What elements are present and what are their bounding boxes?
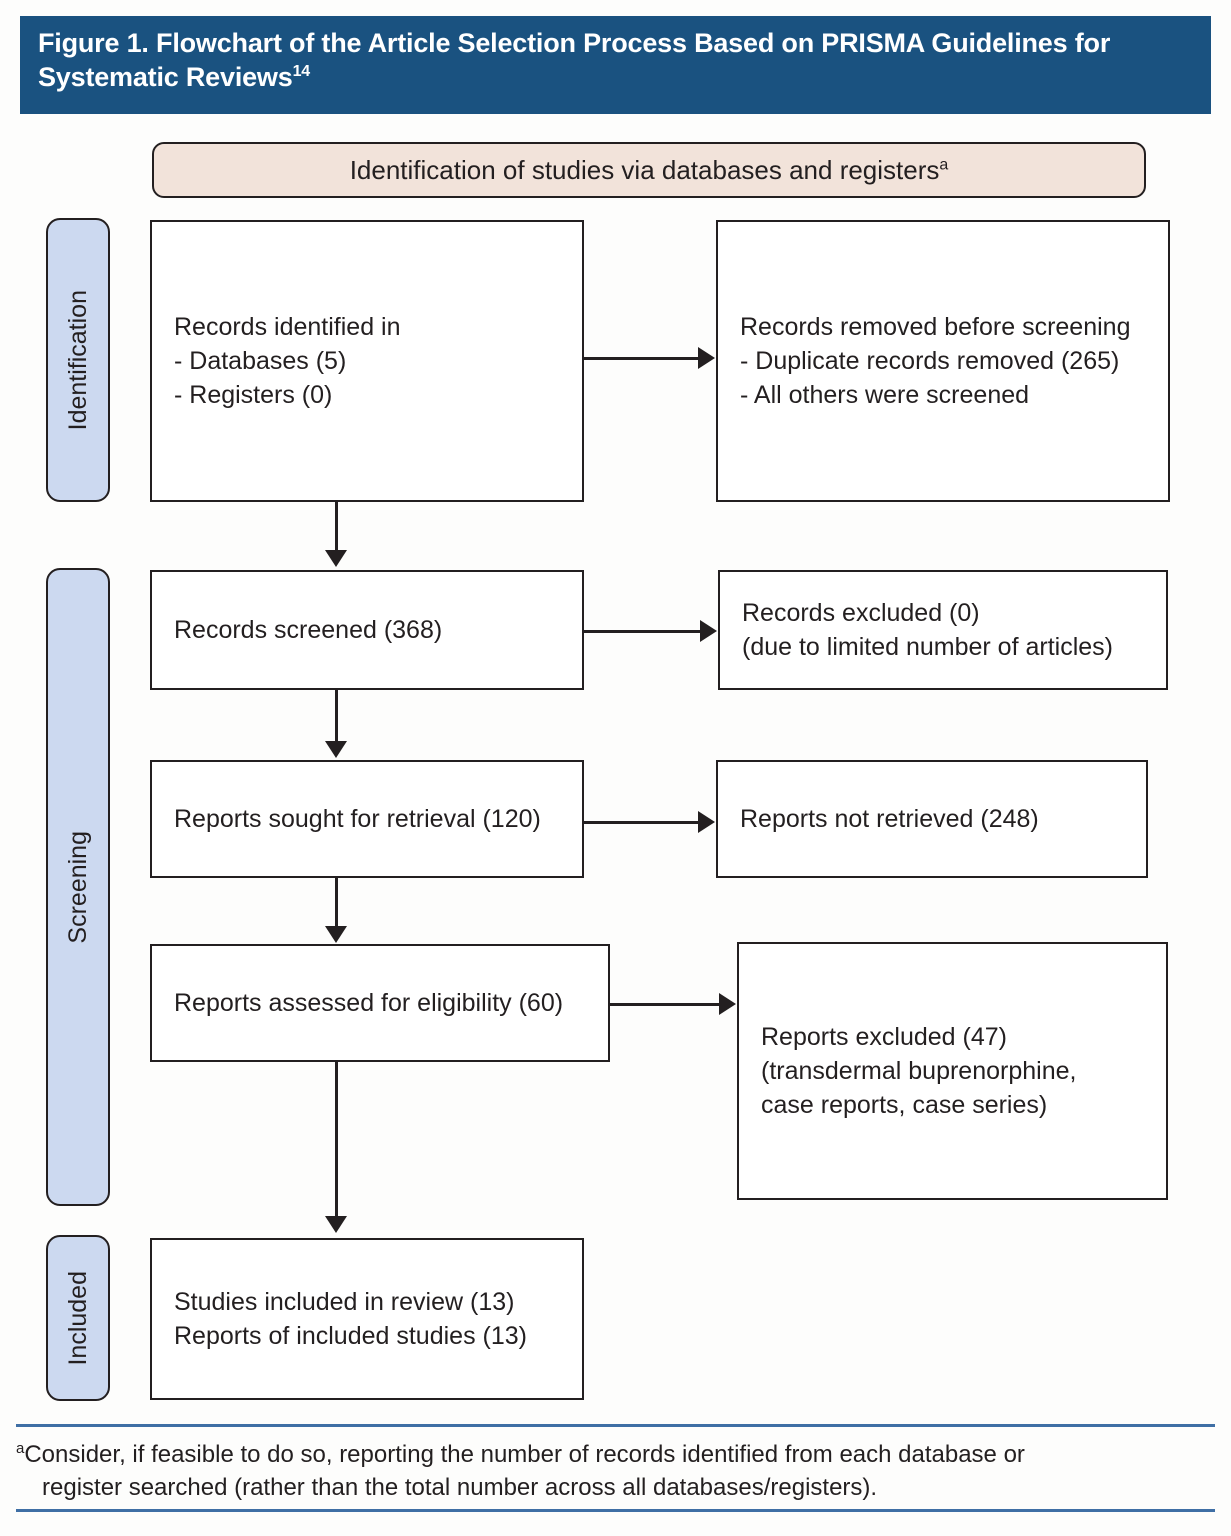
figure-title-banner: Figure 1. Flowchart of the Article Selec… bbox=[20, 16, 1211, 114]
arrow-head-screened-to-sought bbox=[325, 741, 347, 758]
box-reports-assessed-text: Reports assessed for eligibility (60) bbox=[174, 989, 564, 1017]
arrow-line-sought-to-not-retrieved bbox=[584, 821, 698, 824]
footnote-marker: a bbox=[16, 1440, 25, 1457]
box-records-removed-before-screening: Records removed before screening - Dupli… bbox=[716, 220, 1170, 502]
section-header-text: Identification of studies via databases … bbox=[349, 154, 940, 185]
box-reports-not-retrieved-text: Reports not retrieved (248) bbox=[740, 805, 1039, 833]
stage-label-included: Included bbox=[46, 1235, 110, 1401]
box-records-excluded-text: Records excluded (0) (due to limited num… bbox=[742, 599, 1113, 661]
box-records-excluded: Records excluded (0) (due to limited num… bbox=[718, 570, 1168, 690]
footnote-rule-top bbox=[16, 1424, 1215, 1427]
box-studies-included: Studies included in review (13) Reports … bbox=[150, 1238, 584, 1400]
box-reports-excluded-text: Reports excluded (47) (transdermal bupre… bbox=[761, 1023, 1077, 1119]
box-reports-sought-for-retrieval: Reports sought for retrieval (120) bbox=[150, 760, 584, 878]
arrow-line-assessed-to-included bbox=[335, 1062, 338, 1216]
arrow-head-screened-to-excluded bbox=[700, 620, 717, 642]
box-reports-excluded: Reports excluded (47) (transdermal bupre… bbox=[737, 942, 1168, 1200]
section-header-label: Identification of studies via databases … bbox=[350, 155, 949, 186]
box-records-identified-text: Records identified in - Databases (5) - … bbox=[174, 313, 401, 409]
stage-label-included-text: Included bbox=[63, 1270, 92, 1366]
footnote-rule-bottom bbox=[16, 1509, 1215, 1512]
figure-title-superscript: 14 bbox=[292, 63, 311, 80]
box-reports-sought-text: Reports sought for retrieval (120) bbox=[174, 805, 541, 833]
arrow-head-identified-to-removed bbox=[698, 347, 715, 369]
arrow-line-screened-to-sought bbox=[335, 690, 338, 741]
arrow-head-assessed-to-excluded47 bbox=[719, 993, 736, 1015]
arrow-head-assessed-to-included bbox=[325, 1216, 347, 1233]
arrow-head-sought-to-not-retrieved bbox=[698, 811, 715, 833]
footnote: aConsider, if feasible to do so, reporti… bbox=[16, 1438, 1215, 1504]
box-records-identified: Records identified in - Databases (5) - … bbox=[150, 220, 584, 502]
stage-label-identification-text: Identification bbox=[63, 289, 92, 431]
stage-label-screening: Screening bbox=[46, 568, 110, 1206]
section-header-superscript: a bbox=[939, 155, 949, 173]
figure-title: Figure 1. Flowchart of the Article Selec… bbox=[38, 26, 1193, 94]
arrow-line-screened-to-excluded bbox=[584, 630, 700, 633]
arrow-line-identified-to-removed bbox=[584, 357, 698, 360]
box-records-screened: Records screened (368) bbox=[150, 570, 584, 690]
box-records-screened-text: Records screened (368) bbox=[174, 616, 443, 644]
box-studies-included-text: Studies included in review (13) Reports … bbox=[174, 1288, 527, 1350]
stage-label-screening-text: Screening bbox=[63, 830, 92, 944]
figure-title-text: Figure 1. Flowchart of the Article Selec… bbox=[38, 28, 1111, 92]
arrow-line-assessed-to-excluded47 bbox=[610, 1003, 719, 1006]
footnote-line-2: register searched (rather than the total… bbox=[42, 1474, 878, 1501]
arrow-line-identified-to-screened bbox=[335, 502, 338, 550]
arrow-line-sought-to-assessed bbox=[335, 878, 338, 926]
footnote-line-1: Consider, if feasible to do so, reportin… bbox=[24, 1441, 1025, 1468]
section-header-identification: Identification of studies via databases … bbox=[152, 142, 1146, 198]
box-records-removed-text: Records removed before screening - Dupli… bbox=[740, 313, 1131, 409]
box-reports-not-retrieved: Reports not retrieved (248) bbox=[716, 760, 1148, 878]
arrow-head-sought-to-assessed bbox=[325, 926, 347, 943]
arrow-head-identified-to-screened bbox=[325, 550, 347, 567]
box-reports-assessed-for-eligibility: Reports assessed for eligibility (60) bbox=[150, 944, 610, 1062]
stage-label-identification: Identification bbox=[46, 218, 110, 502]
